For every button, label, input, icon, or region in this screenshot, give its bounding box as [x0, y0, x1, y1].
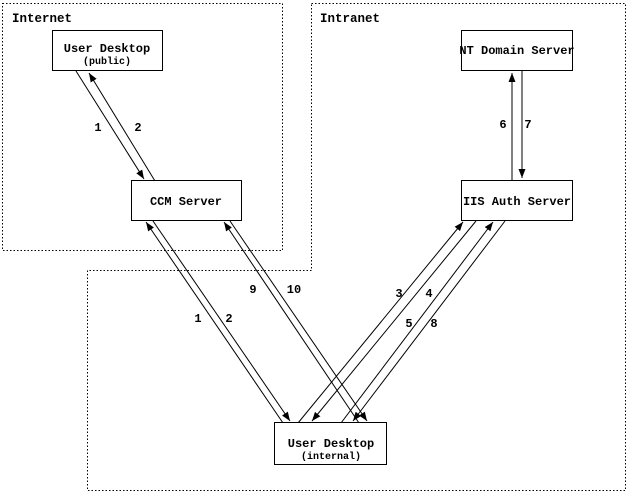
edge-step1-internal-to-ccm [145, 221, 284, 424]
intranet-region-border [87, 3, 626, 491]
edge-step8-iis-to-internal [352, 220, 506, 422]
edge-step9-internal-to-ccm [223, 221, 360, 424]
step-label-7: 7 [524, 118, 531, 132]
step-label-1-public: 1 [94, 121, 101, 135]
step-label-3: 3 [395, 287, 402, 301]
ccm-server-box [131, 180, 242, 221]
user-desktop-public-sublabel: (public) [83, 56, 131, 68]
iis-auth-server-label: IIS Auth Server [463, 195, 571, 209]
user-desktop-public-label: User Desktop [64, 42, 150, 56]
edge-step10-ccm-to-internal [229, 220, 368, 422]
step-label-4: 4 [425, 287, 432, 301]
region-intranet: Intranet [87, 3, 626, 491]
step-label-6: 6 [499, 118, 506, 132]
intranet-region-label: Intranet [320, 12, 380, 26]
internet-region-border [2, 3, 283, 251]
user-desktop-internal-sublabel: (internal) [301, 451, 361, 463]
edge-step1-public-to-ccm [75, 70, 145, 180]
node-iis-auth-server: IIS Auth Server [461, 180, 573, 221]
user-desktop-internal-label: User Desktop [288, 437, 374, 451]
region-internet: Internet [2, 3, 283, 251]
node-nt-domain-server: NT Domain Server [459, 30, 575, 71]
step-label-2-public: 2 [134, 121, 141, 135]
ccm-server-label: CCM Server [150, 195, 222, 209]
step-label-1-internal: 1 [194, 312, 201, 326]
edge-step4-iis-to-internal [311, 220, 477, 422]
edge-step2-ccm-to-internal [152, 220, 291, 422]
edge-step2-ccm-to-public [88, 72, 156, 182]
nt-domain-server-box [461, 30, 573, 71]
nt-domain-server-label: NT Domain Server [459, 44, 574, 58]
iis-auth-server-box [461, 180, 573, 221]
edge-step5-internal-to-iis [340, 221, 494, 424]
user-desktop-internal-box [274, 422, 387, 465]
user-desktop-public-box [52, 30, 163, 71]
step-label-9: 9 [249, 283, 256, 297]
internet-region-label: Internet [12, 12, 72, 26]
step-label-2-internal: 2 [225, 312, 232, 326]
node-user-desktop-public: User Desktop (public) [52, 30, 163, 71]
edge-step3-internal-to-iis [297, 221, 464, 424]
step-label-10: 10 [287, 283, 301, 297]
step-label-8: 8 [430, 317, 437, 331]
step-label-5: 5 [405, 317, 412, 331]
node-ccm-server: CCM Server [131, 180, 242, 221]
node-user-desktop-internal: User Desktop (internal) [274, 422, 387, 465]
